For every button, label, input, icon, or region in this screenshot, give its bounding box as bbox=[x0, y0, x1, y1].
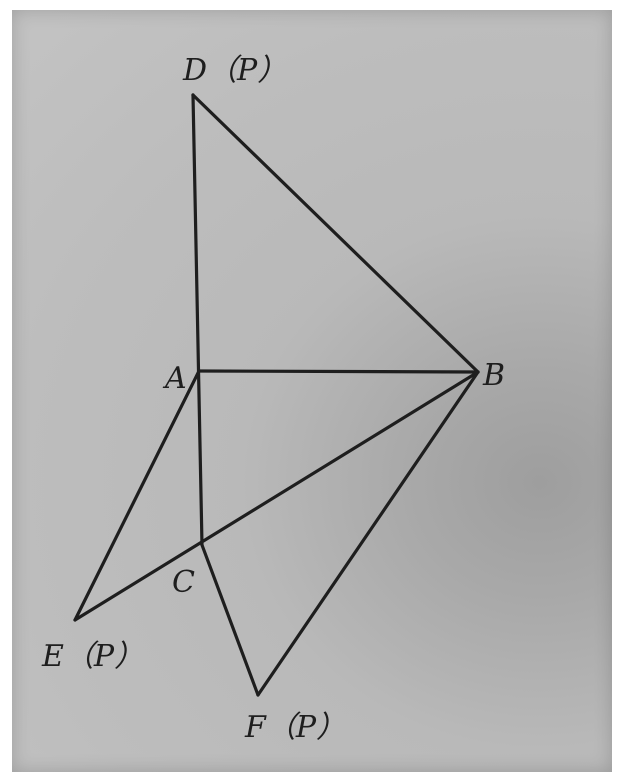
segment-CF bbox=[200, 543, 260, 697]
segment-EB bbox=[73, 370, 480, 622]
label-point-B: B bbox=[482, 358, 505, 393]
segment-DA bbox=[191, 93, 204, 547]
segment-FB bbox=[256, 370, 480, 697]
label-point-C: C bbox=[172, 565, 195, 600]
point-labels: D（P） A B C E（P） F（P） bbox=[41, 53, 505, 745]
segment-AE bbox=[73, 369, 201, 622]
paper-sheet bbox=[12, 10, 612, 772]
label-point-E: E（P） bbox=[41, 639, 144, 674]
label-point-A: A bbox=[162, 361, 187, 396]
segments bbox=[73, 93, 480, 697]
label-point-D: D（P） bbox=[182, 53, 287, 88]
label-point-F: F（P） bbox=[244, 710, 346, 745]
segment-AB bbox=[197, 369, 480, 374]
segment-DB bbox=[191, 93, 480, 374]
